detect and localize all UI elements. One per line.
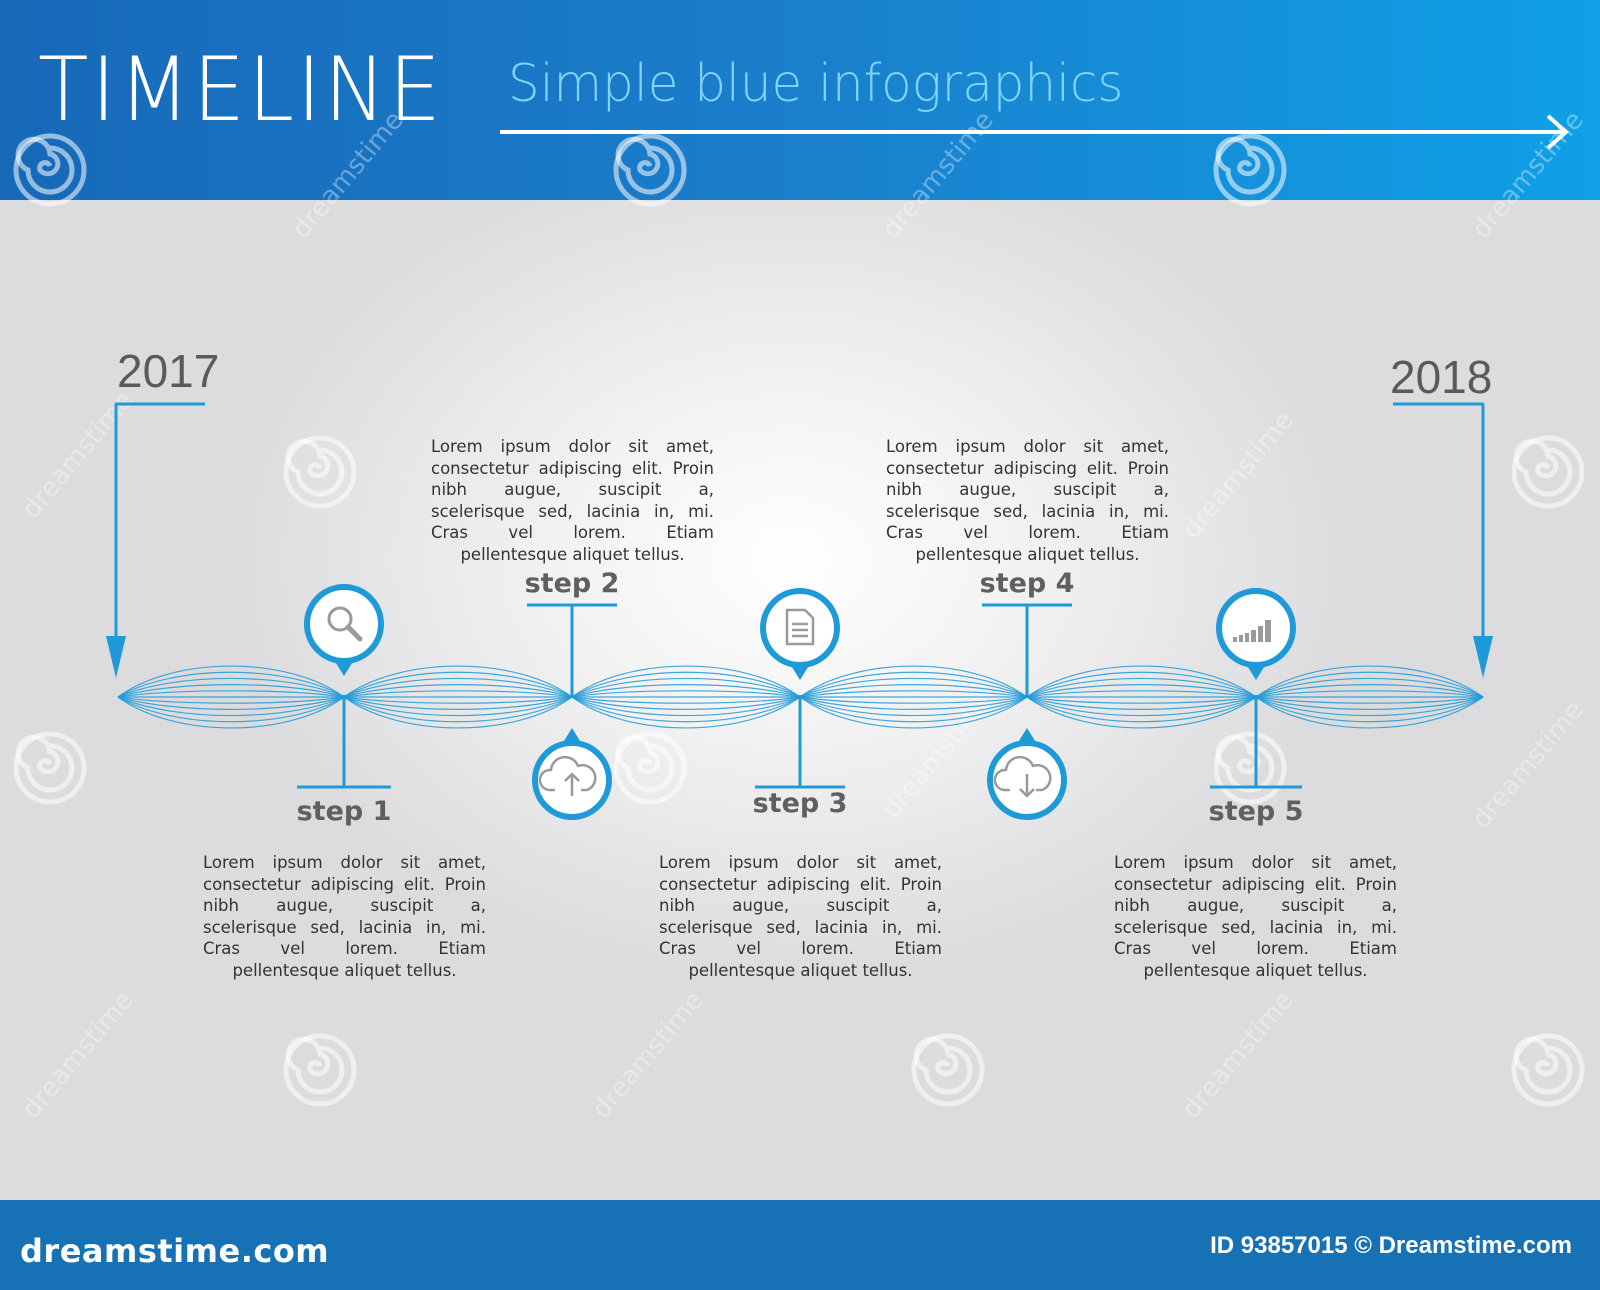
ribbon-strand	[571, 671, 801, 698]
ribbon-strand	[343, 696, 573, 710]
ribbon-strand	[571, 677, 801, 698]
ribbon-strand	[571, 696, 801, 704]
step-1-marker	[304, 584, 384, 676]
step-4-description: Lorem ipsum dolor sit amet, consectetur …	[886, 437, 1169, 564]
ribbon-strand	[571, 690, 801, 698]
ribbon-strand	[117, 696, 345, 704]
step-5-description: Lorem ipsum dolor sit amet, consectetur …	[1114, 853, 1397, 980]
ribbon-strand	[1255, 696, 1484, 717]
page-subtitle: Simple blue infographics	[508, 54, 1124, 114]
ribbon-strand	[1255, 677, 1484, 698]
step-5-marker	[1216, 588, 1296, 680]
year-end: 2018	[1390, 351, 1493, 403]
step-2-label: step 2	[524, 568, 620, 599]
ribbon-strand	[1255, 671, 1484, 698]
ribbon-strand	[1026, 677, 1257, 698]
step-5-label: step 5	[1208, 796, 1304, 827]
ribbon-strand	[1255, 696, 1484, 729]
ribbon-strand	[343, 677, 573, 698]
year-bracket-start	[114, 402, 205, 640]
ribbon-strand	[571, 684, 801, 698]
ribbon-strand	[1026, 665, 1257, 698]
step-4-marker	[987, 728, 1067, 820]
ribbon-strand	[1026, 690, 1257, 698]
ribbon-strand	[117, 665, 345, 698]
ribbon-strand	[343, 671, 573, 698]
header-banner	[0, 0, 1600, 200]
ribbon-strand	[343, 696, 573, 717]
step-stems	[297, 603, 1302, 789]
ribbon-strand	[1255, 696, 1484, 710]
timeline-ribbon	[117, 665, 1484, 729]
ribbon-strand	[343, 696, 573, 704]
ribbon-strand	[799, 690, 1028, 698]
ribbon-strand	[343, 696, 573, 723]
ribbon-strand	[1255, 696, 1484, 704]
ribbon-strand	[571, 696, 801, 723]
ribbon-strand	[1026, 696, 1257, 717]
ribbon-strand	[343, 665, 573, 698]
ribbon-strand	[799, 665, 1028, 698]
search-icon	[327, 606, 363, 642]
ribbon-strand	[343, 684, 573, 698]
ribbon-strand	[571, 696, 801, 717]
ribbon-strand	[799, 696, 1028, 723]
ribbon-strand	[1255, 684, 1484, 698]
step-3-description: Lorem ipsum dolor sit amet, consectetur …	[659, 853, 942, 980]
ribbon-strand	[799, 677, 1028, 698]
ribbon-strand	[1255, 696, 1484, 723]
ribbon-strand	[1255, 690, 1484, 698]
step-2-description: Lorem ipsum dolor sit amet, consectetur …	[431, 437, 714, 564]
cloud-upload-icon	[538, 755, 597, 796]
document-icon	[785, 608, 815, 646]
ribbon-strand	[117, 696, 345, 717]
ribbon-strand	[571, 665, 801, 698]
ribbon-strand	[117, 671, 345, 698]
ribbon-strand	[343, 690, 573, 698]
arrow-down-icon	[1473, 636, 1493, 678]
arrow-down-icon	[106, 636, 126, 678]
ribbon-strand	[117, 696, 345, 729]
ribbon-strand	[1026, 684, 1257, 698]
ribbon-strand	[117, 677, 345, 698]
ribbon-strand	[117, 684, 345, 698]
ribbon-strand	[1255, 665, 1484, 698]
ribbon-strand	[799, 696, 1028, 704]
footer-credit: ID 93857015 © Dreamstime.com	[1210, 1232, 1572, 1259]
ribbon-strand	[117, 696, 345, 710]
footer-brand: dreamstime.com	[20, 1232, 330, 1270]
step-3-marker	[760, 588, 840, 680]
ribbon-strand	[1026, 696, 1257, 729]
step-4-label: step 4	[979, 568, 1075, 599]
ribbon-strand	[343, 696, 573, 729]
cloud-download-icon	[993, 755, 1052, 798]
step-2-marker	[532, 728, 612, 820]
ribbon-strand	[117, 690, 345, 698]
ribbon-strand	[117, 696, 345, 723]
ribbon-strand	[571, 696, 801, 710]
step-1-description: Lorem ipsum dolor sit amet, consectetur …	[203, 853, 486, 980]
year-start: 2017	[117, 345, 220, 397]
signal-bars-icon	[1233, 620, 1271, 642]
ribbon-strand	[1026, 671, 1257, 698]
ribbon-strand	[799, 696, 1028, 717]
ribbon-strand	[799, 684, 1028, 698]
ribbon-strand	[1026, 696, 1257, 704]
header-arrow-head	[1546, 114, 1570, 150]
ribbon-strand	[571, 696, 801, 729]
step-1-label: step 1	[296, 796, 392, 827]
ribbon-strand	[799, 696, 1028, 729]
ribbon-strand	[1026, 696, 1257, 710]
ribbon-strand	[1026, 696, 1257, 723]
ribbon-strand	[799, 671, 1028, 698]
year-bracket-end	[1393, 402, 1485, 640]
footer-bar	[0, 1200, 1600, 1290]
step-3-label: step 3	[752, 788, 848, 819]
page-title: TIMELINE	[38, 38, 444, 141]
ribbon-strand	[799, 696, 1028, 710]
